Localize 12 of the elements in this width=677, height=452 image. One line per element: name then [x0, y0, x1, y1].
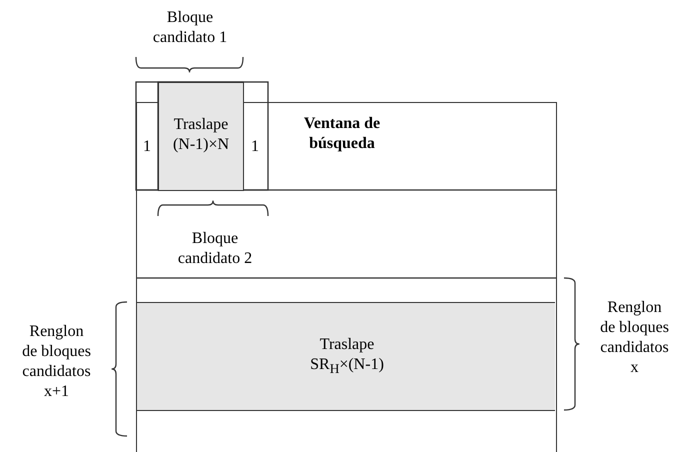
overlap-region: [158, 82, 244, 191]
bracket-label: Bloque candidato 1: [152, 8, 228, 48]
overlap-label: Traslape (N-1)×N: [172, 115, 230, 155]
bracket-label: Bloque candidato 2: [176, 229, 254, 269]
overlap-label: Traslape SR$_{H}$×(N-1): [309, 334, 385, 378]
bracket-label: Renglon de bloques candidatos x: [599, 298, 670, 378]
overlap-row-band: [137, 302, 556, 411]
search-window-area: [136, 102, 557, 452]
overlap-width-number: 1: [250, 137, 260, 157]
bracket-label: Renglon de bloques candidatos x+1: [21, 322, 92, 402]
overlap-width-number: 1: [142, 137, 152, 157]
window-title: Ventana de búsqueda: [302, 114, 382, 154]
